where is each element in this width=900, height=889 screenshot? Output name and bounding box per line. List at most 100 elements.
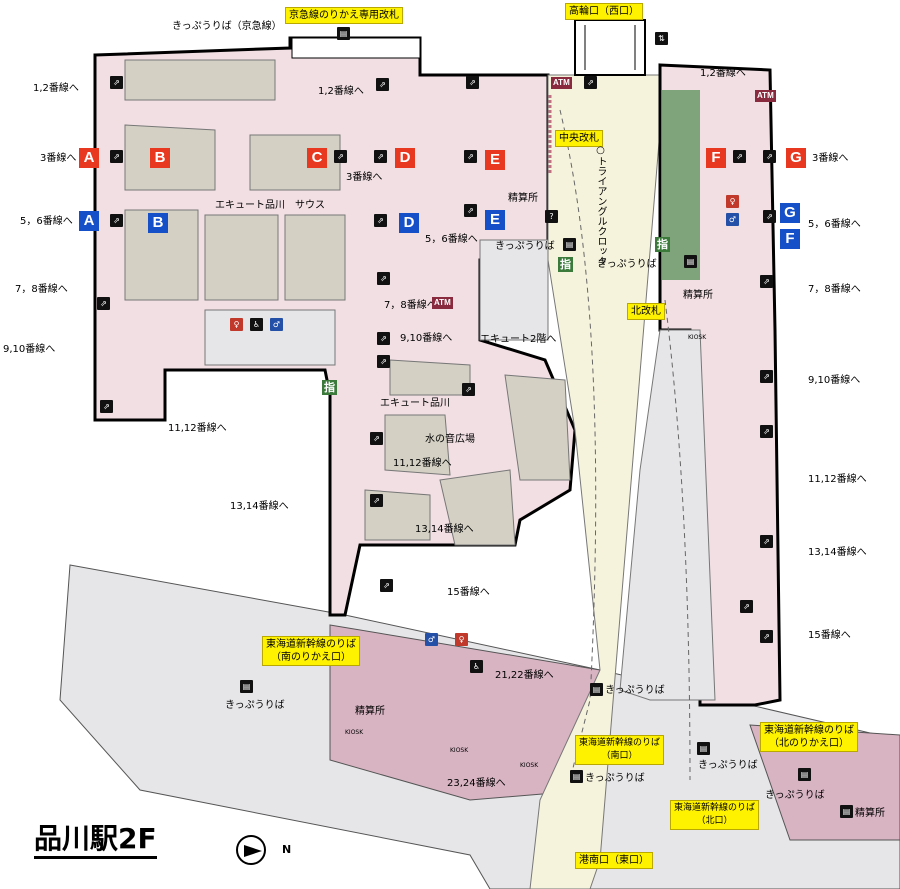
right-track-3-label: 3番線へ <box>812 153 849 164</box>
takanawa-stairs <box>574 19 646 76</box>
left-track-1-2-label: 1,2番線へ <box>33 83 79 94</box>
toilet-men-icon: ♂ <box>425 633 438 646</box>
ecute-shop-central <box>389 359 471 396</box>
ecute-2f-label: エキュート2階へ <box>480 334 557 345</box>
ecute-shop-west <box>124 59 276 101</box>
escalator-icon: ⇗ <box>110 150 123 163</box>
ticket-machine-icon: ▤ <box>684 255 697 268</box>
left-track-11-12-label: 11,12番線へ <box>168 423 227 434</box>
line-badge-f-blue: F <box>780 229 800 249</box>
line-badge-c-red: C <box>307 148 327 168</box>
compass-north-label: N <box>282 843 292 856</box>
central-gate-label: 中央改札 <box>555 130 603 147</box>
mid-track-13-14-label: 13,14番線へ <box>415 524 474 535</box>
right-track-13-14-label: 13,14番線へ <box>808 547 867 558</box>
shinkansen-south-gate-label: 東海道新幹線のりば （南口） <box>575 735 665 765</box>
north-ticket-label: きっぷうりば <box>597 259 657 270</box>
ticket-machine-icon: ▤ <box>337 27 350 40</box>
escalator-icon: ⇗ <box>760 425 773 438</box>
mid-track-3-label: 3番線へ <box>346 172 383 183</box>
escalator-icon: ⇗ <box>377 355 390 368</box>
escalator-icon: ⇗ <box>464 150 477 163</box>
escalator-icon: ⇗ <box>376 78 389 91</box>
escalator-icon: ⇗ <box>760 630 773 643</box>
escalator-icon: ⇗ <box>110 214 123 227</box>
line-badge-a-red: A <box>79 148 99 168</box>
toilet-women-icon: ♀ <box>726 195 739 208</box>
line-badge-g-blue: G <box>780 203 800 223</box>
line-badge-d-red: D <box>395 148 415 168</box>
escalator-icon: ⇗ <box>760 535 773 548</box>
mid-track-5-6-label: 5，6番線へ <box>425 234 478 245</box>
escalator-icon: ⇗ <box>380 579 393 592</box>
left-track-9-10-label: 9,10番線へ <box>3 344 56 355</box>
escalator-icon: ⇗ <box>370 494 383 507</box>
escalator-icon: ⇗ <box>334 150 347 163</box>
line-badge-g-red: G <box>786 148 806 168</box>
left-track-13-14-label: 13,14番線へ <box>230 501 289 512</box>
konan-exit-label: 港南口（東口） <box>575 852 653 869</box>
escalator-icon: ⇗ <box>466 76 479 89</box>
escalator-icon: ⇗ <box>97 297 110 310</box>
mid-track-9-10-label: 9,10番線へ <box>400 333 453 344</box>
escalator-icon: ⇗ <box>374 214 387 227</box>
right-track-9-10-label: 9,10番線へ <box>808 375 861 386</box>
escalator-icon: ⇗ <box>763 150 776 163</box>
right-track-5-6-label: 5，6番線へ <box>808 219 861 230</box>
shinkansen-south-ticket-label: きっぷうりば <box>605 685 665 696</box>
line-badge-f-red: F <box>706 148 726 168</box>
mid-track-15-label: 15番線へ <box>447 587 490 598</box>
escalator-icon: ⇗ <box>377 272 390 285</box>
line-badge-b-blue: B <box>148 213 168 233</box>
right-track-11-12-label: 11,12番線へ <box>808 474 867 485</box>
keikyu-transfer-gate-label: 京急線のりかえ専用改札 <box>285 7 403 24</box>
mid-track-23-24-label: 23,24番線へ <box>447 778 506 789</box>
right-track-7-8-label: 7，8番線へ <box>808 284 861 295</box>
north-kiosk-label: KIOSK <box>688 334 707 341</box>
ecute-shop-lower-2 <box>504 374 571 481</box>
ecute-south-shop-5 <box>284 214 346 301</box>
central-seisanjo-label: 精算所 <box>508 193 538 204</box>
line-badge-a-blue: A <box>79 211 99 231</box>
mid-track-11-12-label: 11,12番線へ <box>393 458 452 469</box>
shinkansen-north-ticket-label-a: きっぷうりば <box>698 760 758 771</box>
ecute-shop-water <box>384 414 451 476</box>
ecute-south-label: エキュート品川 サウス <box>215 200 325 211</box>
ticket-machine-icon: ▤ <box>798 768 811 781</box>
shinkansen-north-transfer-label: 東海道新幹線のりば （北のりかえ口） <box>760 722 858 752</box>
south-kiosk-label-3: KIOSK <box>520 762 539 769</box>
escalator-icon: ⇗ <box>100 400 113 413</box>
shinkansen-north-gate-label: 東海道新幹線のりば （北口） <box>670 800 760 830</box>
escalator-icon: ⇗ <box>110 76 123 89</box>
right-track-15-label: 15番線へ <box>808 630 851 641</box>
reserved-seat-office-central: 指 <box>558 257 573 272</box>
escalator-icon: ⇗ <box>763 210 776 223</box>
ecute-south-shop-1 <box>124 124 216 191</box>
escalator-icon: ⇗ <box>740 600 753 613</box>
north-seisanjo-label: 精算所 <box>683 290 713 301</box>
ticket-machine-icon: ▤ <box>240 680 253 693</box>
central-ticket-label: きっぷうりば <box>495 241 555 252</box>
takanawa-exit-label: 高輪口（西口） <box>565 3 643 20</box>
elevator-icon: ⇅ <box>655 32 668 45</box>
escalator-icon: ⇗ <box>377 332 390 345</box>
escalator-icon: ⇗ <box>464 204 477 217</box>
mid-track-7-8-label: 7，8番線へ <box>384 300 437 311</box>
ecute-shop-lower-1 <box>439 469 516 546</box>
left-track-3-label: 3番線へ <box>40 153 77 164</box>
toilet-men-icon: ♂ <box>270 318 283 331</box>
line-badge-e-blue: E <box>485 210 505 230</box>
atm-ecute: ATM <box>432 297 453 309</box>
escalator-icon: ⇗ <box>760 275 773 288</box>
atm-central: ATM <box>551 77 572 89</box>
mid-track-21-22-label: 21,22番線へ <box>495 670 554 681</box>
left-track-7-8-label: 7，8番線へ <box>15 284 68 295</box>
keikyu-stairs <box>291 37 421 59</box>
ecute-south-shop-4 <box>204 214 279 301</box>
shinkansen-transfer-zone <box>329 624 601 801</box>
wheelchair-icon: ♿ <box>250 318 263 331</box>
escalator-icon: ⇗ <box>584 76 597 89</box>
escalator-icon: ⇗ <box>760 370 773 383</box>
escalator-icon: ⇗ <box>733 150 746 163</box>
escalator-icon: ⇗ <box>462 383 475 396</box>
